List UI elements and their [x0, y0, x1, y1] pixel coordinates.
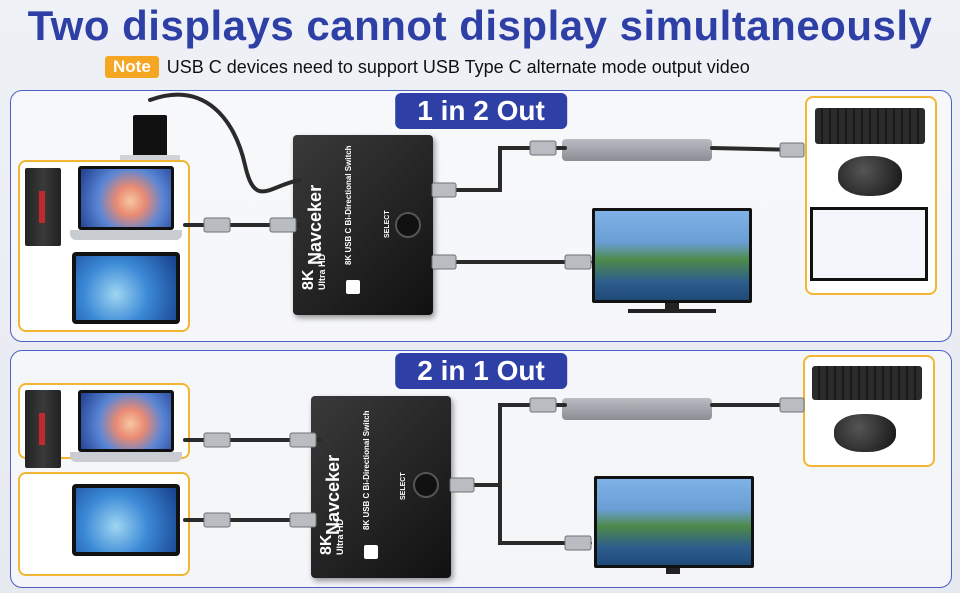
mouse-icon [838, 156, 902, 196]
monitor-icon [594, 476, 754, 568]
note-row: Note USB C devices need to support USB T… [105, 55, 750, 79]
keyboard-icon [812, 366, 922, 400]
usb-hub-icon [562, 398, 712, 420]
tablet-icon [72, 252, 180, 324]
laptop-icon [78, 390, 174, 452]
panel-title: 2 in 1 Out [395, 353, 567, 389]
panel-title: 1 in 2 Out [395, 93, 567, 129]
select-button[interactable] [395, 212, 421, 238]
desktop-pc-icon [25, 168, 61, 246]
charger-icon [133, 115, 167, 157]
desktop-pc-icon [25, 390, 61, 468]
select-button[interactable] [413, 472, 439, 498]
keyboard-icon [815, 108, 925, 144]
note-badge: Note [105, 56, 159, 78]
switch-logo-icon [346, 280, 360, 294]
mouse-icon [834, 414, 896, 452]
tablet-icon [72, 484, 180, 556]
note-text: USB C devices need to support USB Type C… [166, 56, 750, 77]
page-title: Two displays cannot display simultaneous… [27, 2, 933, 49]
laptop-icon [78, 166, 174, 230]
dashboard-monitor-icon [810, 207, 928, 281]
monitor-icon [592, 208, 752, 303]
usb-hub-icon [562, 139, 712, 161]
switch-logo-icon [364, 545, 378, 559]
